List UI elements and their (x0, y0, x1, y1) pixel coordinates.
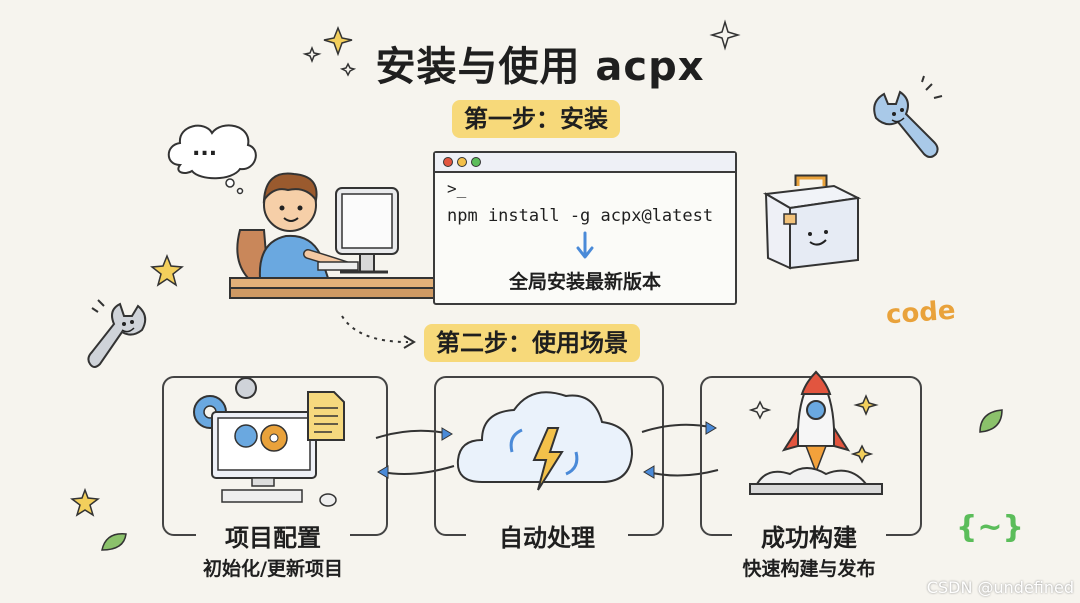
scene-title: 自动处理 (466, 518, 628, 553)
scene-title: 成功构建 (732, 518, 886, 553)
person-at-computer-illustration (229, 172, 441, 299)
watermark: CSDN @undefined (926, 578, 1074, 597)
maximize-dot-icon (471, 157, 481, 167)
cycle-arrows-icon (375, 427, 455, 479)
thought-text: ... (192, 136, 217, 161)
braces-mascot: {~} (956, 510, 1024, 545)
page-title: 安装与使用 acpx (375, 44, 705, 90)
sparkle-icon (709, 19, 741, 51)
wrench-icon (873, 75, 943, 158)
terminal-prompt: >_ (447, 179, 467, 198)
close-dot-icon (443, 157, 453, 167)
step1-tag: 第一步：安装 (452, 100, 620, 138)
terminal-titlebar (435, 153, 735, 173)
step2-tag: 第二步：使用场景 (424, 324, 640, 362)
cycle-arrows-icon (641, 421, 719, 479)
code-label: code (885, 295, 957, 331)
scene-subtitle: 快速构建与发布 (742, 558, 876, 580)
star-icon (150, 253, 184, 287)
sparkle-icon (302, 25, 357, 77)
rocket-launch-illustration (748, 370, 883, 495)
minimize-dot-icon (457, 157, 467, 167)
computer-gears-illustration (193, 377, 345, 507)
install-command: npm install -g acpx@latest (447, 206, 714, 226)
dotted-arrow-icon (341, 315, 416, 349)
star-icon (70, 487, 100, 517)
arrow-down-icon (576, 231, 594, 259)
thought-bubble-icon: ... (167, 124, 257, 195)
leaf-icon (979, 409, 1003, 433)
terminal-window: >_ npm install -g acpx@latest 全局安装最新版本 (433, 151, 737, 305)
scene-title: 项目配置 (196, 518, 350, 553)
install-note: 全局安装最新版本 (508, 271, 661, 293)
scene-subtitle: 初始化/更新项目 (203, 558, 343, 580)
wrench-icon (87, 299, 147, 368)
leaf-icon (101, 533, 127, 551)
toolbox-icon (762, 174, 862, 270)
cloud-lightning-illustration (456, 391, 634, 491)
